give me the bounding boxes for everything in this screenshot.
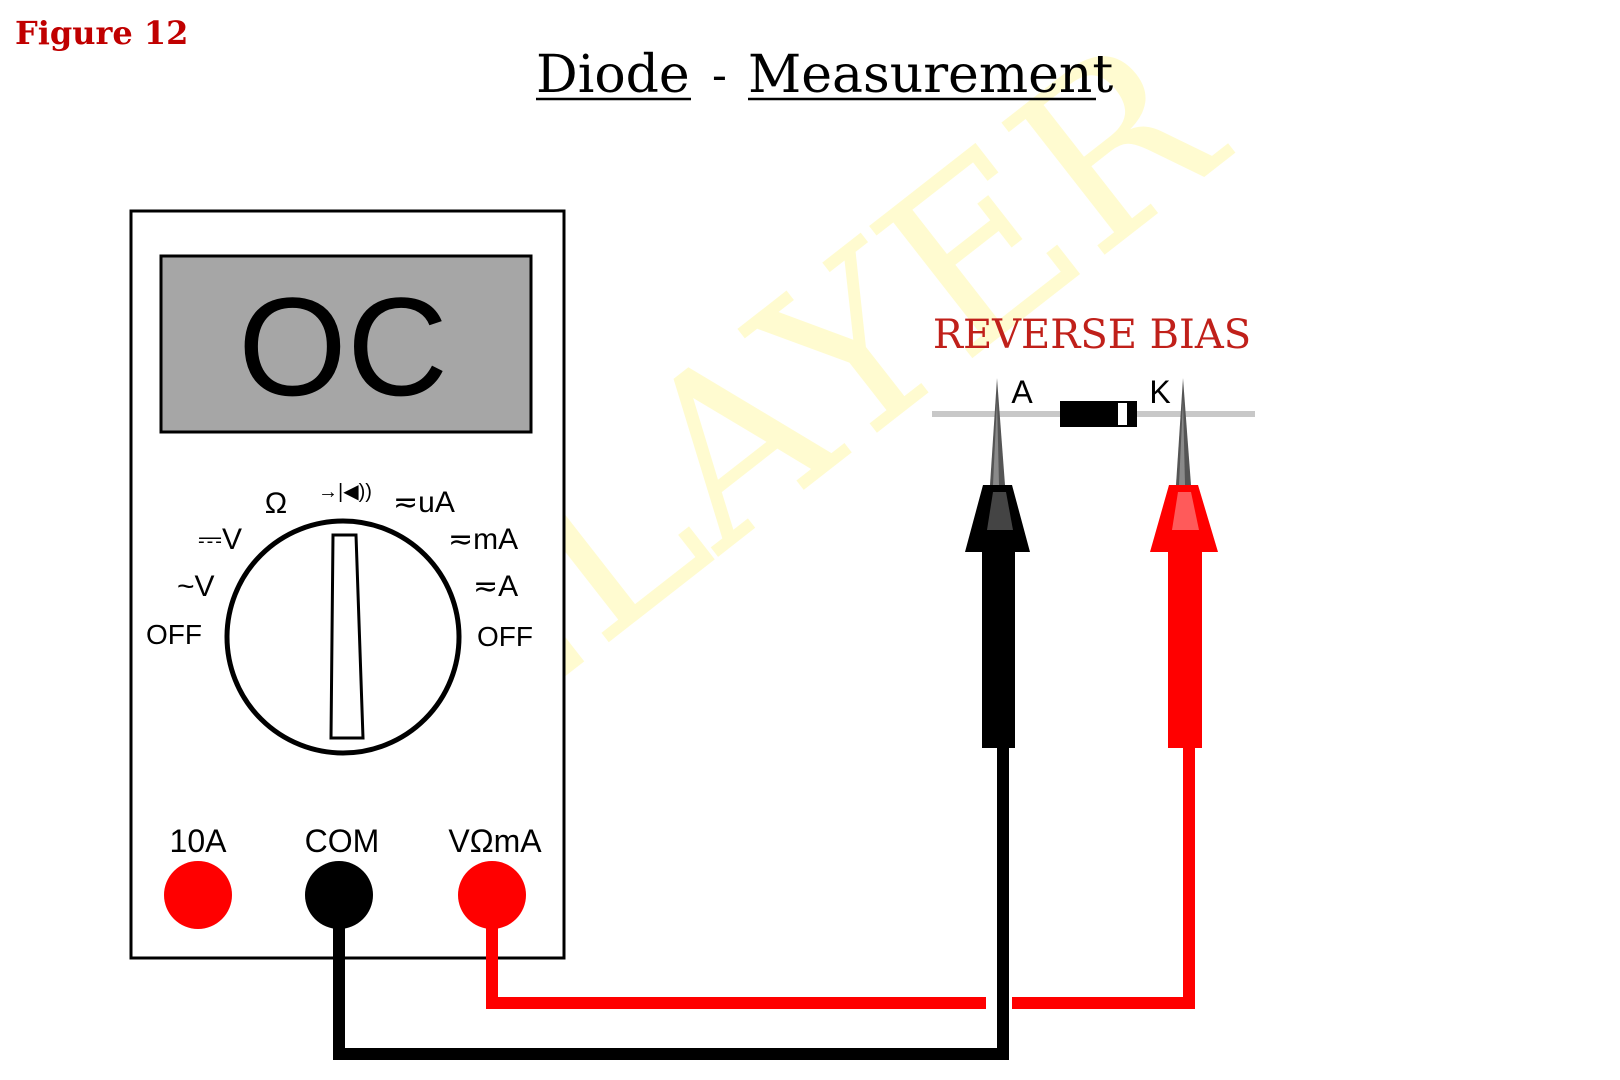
red-probe-guard-highlight bbox=[1172, 492, 1199, 530]
dial-label-off-right: OFF bbox=[477, 621, 533, 652]
dial-label-ohm: Ω bbox=[265, 487, 287, 520]
red-probe-handle bbox=[1168, 552, 1202, 748]
multimeter: OC Ω →|◀)) ≂uA ⎓V ≂mA ~V ≂A OFF OFF 10A … bbox=[129, 209, 566, 960]
dial-label-off-left: OFF bbox=[146, 619, 202, 650]
jack-label-com: COM bbox=[305, 823, 380, 859]
dial-label-dcv: ⎓V bbox=[198, 523, 242, 556]
title-separator: - bbox=[712, 50, 727, 101]
black-probe[interactable] bbox=[965, 378, 1030, 748]
black-probe-handle bbox=[982, 552, 1015, 748]
jack-label-vohma: VΩmA bbox=[448, 823, 542, 859]
dial-label-A: ≂A bbox=[473, 570, 518, 603]
jack-label-10a: 10A bbox=[170, 823, 228, 859]
cathode-label: K bbox=[1149, 374, 1170, 410]
dial-pointer bbox=[329, 533, 365, 740]
diode-component: A K bbox=[932, 374, 1255, 427]
dial-label-uA: ≂uA bbox=[393, 486, 455, 519]
dial-label-acv: ~V bbox=[177, 570, 215, 603]
black-probe-guard-highlight bbox=[987, 492, 1013, 530]
jack-com[interactable] bbox=[305, 861, 373, 929]
red-probe-tip-highlight bbox=[1179, 400, 1185, 485]
jack-10a[interactable] bbox=[164, 861, 232, 929]
bias-label: REVERSE BIAS bbox=[933, 312, 1251, 358]
dial-label-mA: ≂mA bbox=[448, 523, 518, 556]
red-probe[interactable] bbox=[1150, 378, 1218, 748]
red-lead-wire bbox=[486, 896, 986, 1009]
anode-label: A bbox=[1011, 374, 1033, 410]
black-probe-tip-highlight bbox=[993, 400, 999, 485]
red-lead-wire-continued bbox=[1012, 748, 1195, 1009]
page-title: Diode - Measurement bbox=[536, 45, 1113, 105]
multimeter-display bbox=[159, 254, 533, 434]
jack-vohma[interactable] bbox=[458, 861, 526, 929]
title-part2: Measurement bbox=[748, 45, 1113, 105]
dial-label-diode: →|◀)) bbox=[318, 481, 372, 503]
black-lead-wire bbox=[333, 748, 1009, 1060]
display-reading: OC bbox=[238, 268, 448, 425]
diode-cathode-band bbox=[1118, 403, 1127, 425]
title-part1: Diode bbox=[536, 45, 690, 105]
figure-label: Figure 12 bbox=[15, 14, 188, 52]
